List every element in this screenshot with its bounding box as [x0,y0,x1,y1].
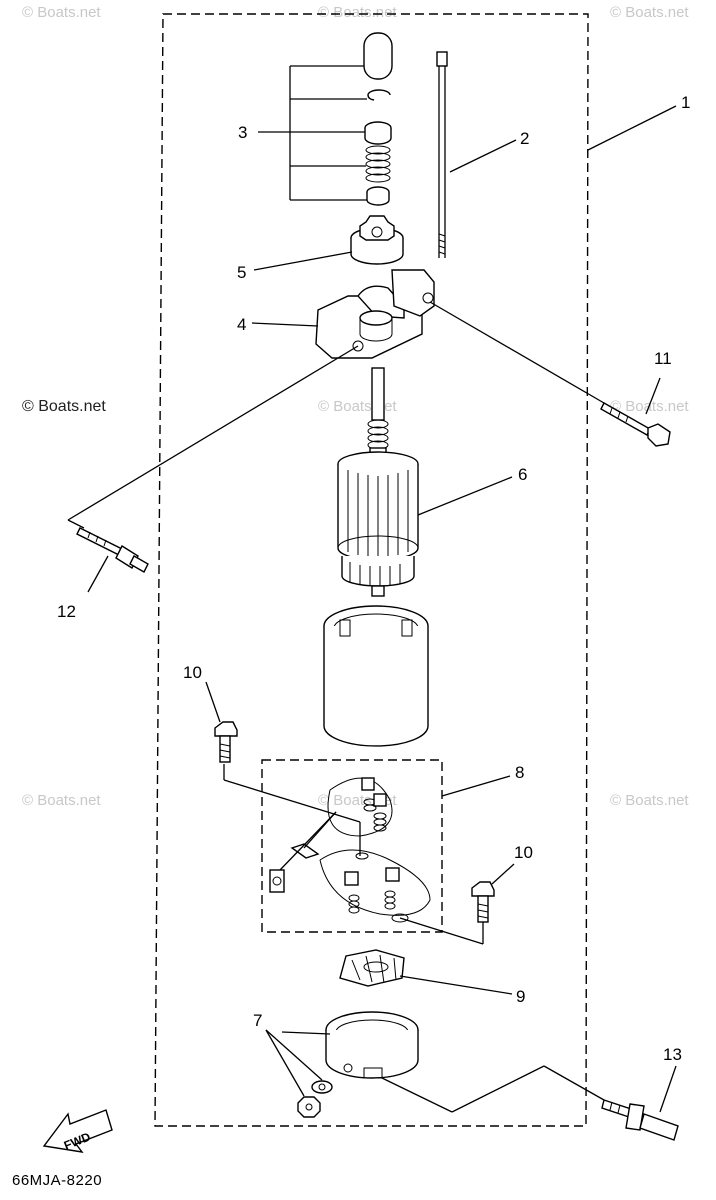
upper-bracket [315,269,435,359]
fwd-arrow-icon: FWD [42,1109,113,1153]
callout-9: 9 [516,987,525,1006]
callout-12: 12 [57,602,76,621]
callout-7: 7 [253,1011,262,1030]
diagram-code: 66MJA-8220 [12,1172,103,1189]
bolt-11 [600,402,671,447]
bolt-10-lower [471,881,495,923]
callout-10-upper: 10 [183,663,202,682]
callout-5: 5 [237,263,246,282]
callout-10-lower: 10 [514,843,533,862]
bolt-10-upper [214,721,238,763]
stud-12 [76,527,149,573]
callout-numbers: 1 2 3 4 5 6 7 8 9 10 10 11 12 13 [57,93,690,1064]
pinion-gear [350,215,404,265]
callout-1: 1 [681,93,690,112]
yoke-housing [323,605,429,747]
watermark-top-right: © Boats.net [610,4,689,21]
watermark-top-left: © Boats.net [22,4,101,21]
armature [337,367,419,597]
pinion-stopper-kit [363,32,393,206]
callout-8: 8 [515,763,524,782]
watermark-low-left: © Boats.net [22,792,101,809]
callout-4: 4 [237,315,246,334]
leader-lines [67,65,677,1113]
assembly-outline [154,13,589,1127]
watermark-low-right: © Boats.net [610,792,689,809]
callout-13: 13 [663,1045,682,1064]
brush-holder-assembly [269,777,431,923]
stud-13 [601,1099,679,1141]
watermark-top-center: © Boats.net [318,4,397,21]
nut-and-washer [297,1080,333,1118]
watermark-mid-left: © Boats.net [22,398,106,415]
callout-11: 11 [654,349,672,368]
through-bolt [436,51,448,258]
brush-plate [339,949,405,987]
callout-2: 2 [520,129,529,148]
callout-3: 3 [238,123,247,142]
lower-bracket [325,1011,419,1079]
callout-6: 6 [518,465,527,484]
brush-holder-outline [261,759,443,933]
